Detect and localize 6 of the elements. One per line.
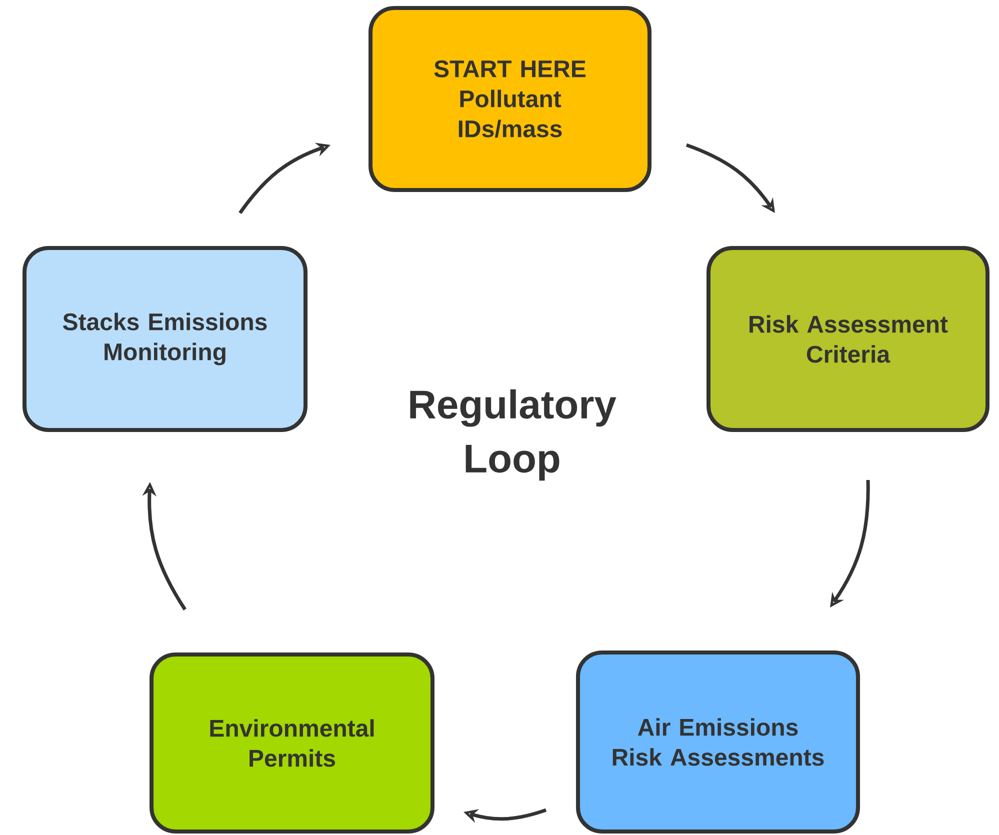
process-box: Risk Assessment Criteria bbox=[706, 246, 990, 432]
title: Regulatory Loop bbox=[410, 389, 616, 481]
process-box: Environmental Permits bbox=[150, 652, 434, 834]
process-box: Air Emissions Risk Assessments bbox=[576, 650, 860, 834]
process-box: Stacks Emissions Monitoring bbox=[22, 246, 308, 432]
process-box: START HERE Pollutant IDs/mass bbox=[368, 6, 652, 192]
